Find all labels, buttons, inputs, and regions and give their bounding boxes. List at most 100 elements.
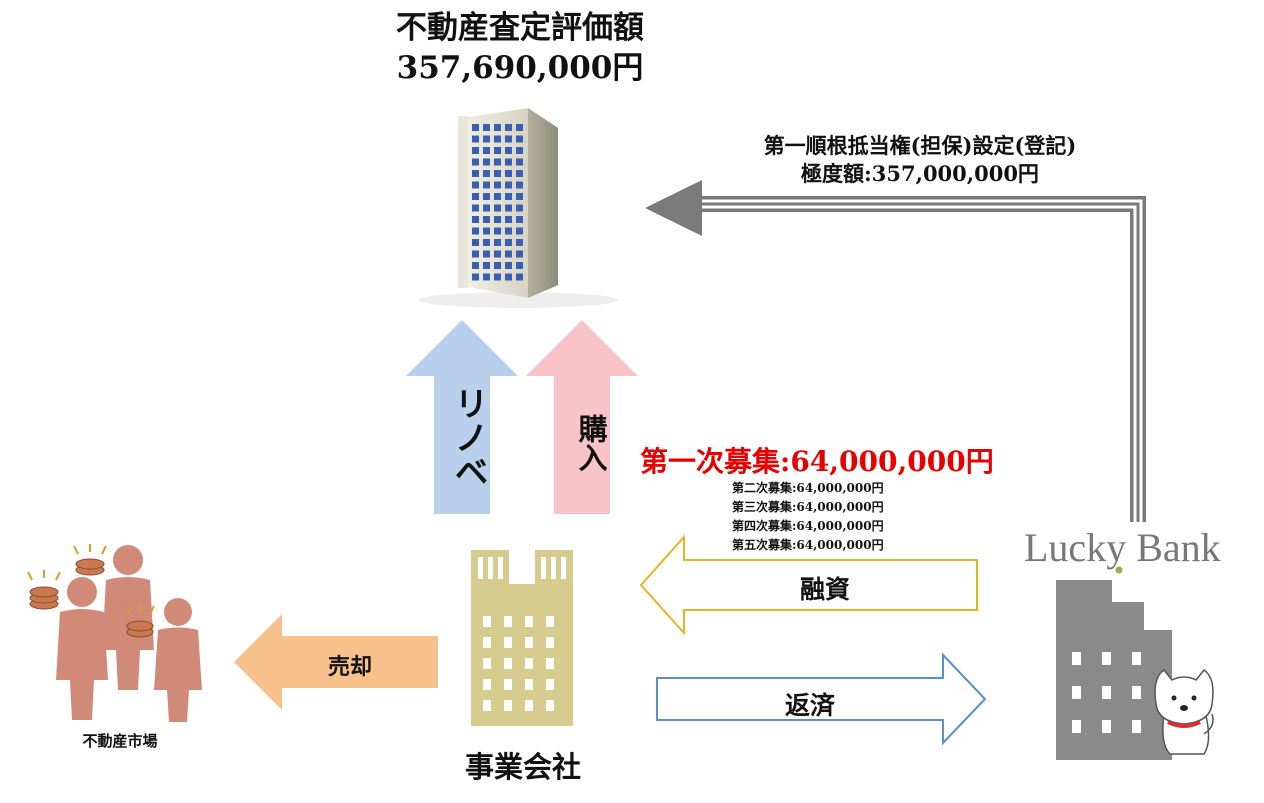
mortgage-arrow — [645, 180, 1146, 522]
sale-label: 売却 — [327, 654, 372, 680]
tower-window — [505, 147, 512, 154]
company-window — [504, 658, 512, 669]
tower-window — [505, 170, 512, 177]
tower-window — [494, 227, 501, 235]
company-window — [483, 679, 491, 690]
tower-window — [505, 124, 512, 131]
appraisal-title-label: 不動産査定評価額 — [396, 10, 644, 46]
tower-window — [494, 158, 501, 166]
company-window — [504, 679, 512, 690]
repayment-arrow — [656, 652, 987, 746]
tower-window — [516, 147, 523, 154]
tower-window — [505, 158, 512, 166]
tower-window — [472, 158, 479, 166]
tower-window — [483, 216, 490, 223]
bank-window — [1072, 686, 1081, 699]
tower-window — [494, 204, 501, 212]
tower-window — [516, 227, 523, 235]
lender-logo-word2: Bank — [1136, 525, 1221, 570]
tower-window — [483, 181, 490, 189]
repayment-label: 返済 — [784, 691, 835, 720]
appraisal-title: 不動産査定評価額 357,690,000円 — [300, 8, 740, 88]
tower-window — [483, 262, 490, 269]
bank-window — [1102, 720, 1111, 733]
tower-window — [516, 204, 523, 212]
tower-window — [483, 158, 490, 166]
tower-window — [505, 193, 512, 200]
tower-window — [516, 250, 523, 258]
tower-window — [472, 262, 479, 269]
lender-logo: Lucky Bank — [1024, 524, 1221, 574]
tower-window — [516, 193, 523, 200]
tower-window — [472, 135, 479, 143]
tower-window — [505, 135, 512, 143]
tower-window — [472, 181, 479, 189]
tower-window — [483, 135, 490, 143]
company-window — [546, 616, 554, 627]
tower-window — [472, 273, 479, 281]
tower-window — [494, 124, 501, 131]
tower-window — [516, 273, 523, 281]
tower-window — [494, 181, 501, 189]
renovation-arrow — [406, 320, 518, 514]
clover-icon — [1115, 566, 1123, 574]
bank-window — [1132, 652, 1141, 665]
company-window — [546, 637, 554, 648]
purchase-arrow — [526, 320, 638, 514]
company-window — [525, 637, 533, 648]
tower-window — [472, 204, 479, 212]
mortgage-registration-label: 第一順根抵当権(担保)設定(登記) — [763, 133, 1077, 158]
bank-window — [1072, 652, 1081, 665]
company-window — [504, 637, 512, 648]
company-window — [504, 700, 512, 711]
tower-window — [483, 204, 490, 212]
market-label: 不動産市場 — [82, 732, 158, 750]
tower-window — [516, 216, 523, 223]
tower-window — [483, 273, 490, 281]
tower-window — [505, 216, 512, 223]
tower-window — [505, 181, 512, 189]
tower-window — [483, 239, 490, 246]
tower-window — [494, 135, 501, 143]
tower-window — [494, 250, 501, 258]
bank-window — [1132, 686, 1141, 699]
maximum-amount: 極度額:357,000,000円 — [801, 161, 1039, 186]
bank-window — [1132, 720, 1141, 733]
tower-window — [472, 170, 479, 177]
lender-logo-word1: Lucky — [1024, 525, 1127, 570]
bank-window — [1102, 652, 1111, 665]
company-building-icon — [471, 550, 573, 726]
tower-window — [505, 227, 512, 235]
tower-window — [516, 239, 523, 246]
tower-window — [494, 216, 501, 223]
company-window — [546, 700, 554, 711]
tower-window — [494, 193, 501, 200]
round-item: 第二次募集:64,000,000円 — [732, 481, 884, 495]
bank-window — [1102, 686, 1111, 699]
tower-window — [472, 124, 479, 131]
sale-arrow — [234, 614, 438, 710]
tower-window — [472, 239, 479, 246]
tower-window — [472, 193, 479, 200]
round-item: 第五次募集:64,000,000円 — [732, 538, 884, 552]
renovation-label: リノベ — [448, 386, 488, 488]
tower-window — [483, 170, 490, 177]
financing-label: 融資 — [799, 575, 850, 604]
tower-window — [516, 124, 523, 131]
tower-window — [483, 147, 490, 154]
tower-window — [472, 147, 479, 154]
tower-window — [494, 147, 501, 154]
tower-window — [505, 262, 512, 269]
company-window — [546, 658, 554, 669]
round-item: 第三次募集:64,000,000円 — [732, 500, 884, 514]
people-with-coins-icon — [27, 544, 202, 722]
tower-window — [494, 239, 501, 246]
tower-window — [516, 262, 523, 269]
company-window — [546, 679, 554, 690]
tower-window — [505, 239, 512, 246]
bank-building-icon — [1056, 580, 1172, 760]
tower-window — [516, 170, 523, 177]
company-window — [483, 658, 491, 669]
tower-window — [505, 250, 512, 258]
tower-window — [505, 204, 512, 212]
